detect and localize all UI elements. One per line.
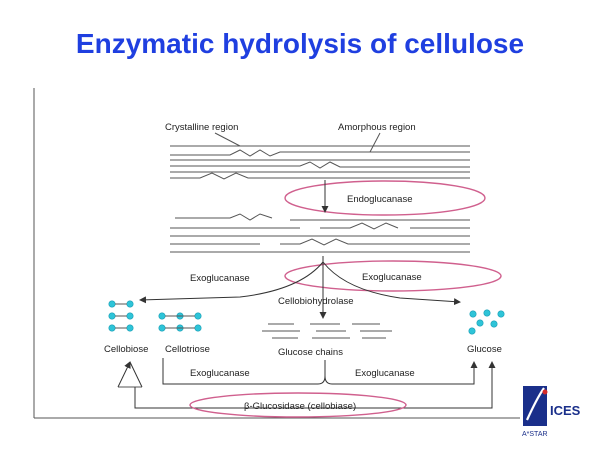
endoglucanase-label: Endoglucanase xyxy=(347,194,413,205)
exoglucanase-left-label: Exoglucanase xyxy=(190,273,250,284)
exoglucanase-bottom-right-label: Exoglucanase xyxy=(355,368,415,379)
cellulose-fibers-cut xyxy=(170,213,470,253)
beta-glucosidase-oval xyxy=(189,392,407,418)
slide-title: Enzymatic hydrolysis of cellulose xyxy=(75,28,525,59)
exoglucanase-right-label: Exoglucanase xyxy=(362,272,422,283)
crystalline-region-label: Crystalline region xyxy=(165,122,238,133)
cellobiose-label: Cellobiose xyxy=(104,344,148,355)
cellobiose-molecules xyxy=(108,300,134,332)
exoglucanase-oval xyxy=(284,260,502,292)
astar-ices-logo: ICES A*STAR xyxy=(522,386,581,438)
amorphous-pointer xyxy=(369,132,381,153)
cellotriose-molecules xyxy=(158,312,202,332)
cellotriose-label: Cellotriose xyxy=(165,344,210,355)
logo-brand: ICES xyxy=(550,403,581,418)
cellobiohydrolase-label: Cellobiohydrolase xyxy=(278,296,354,307)
logo-org: A*STAR xyxy=(522,431,548,438)
glucose-label: Glucose xyxy=(467,344,502,355)
lower-connectors xyxy=(117,358,496,409)
logo-star xyxy=(542,389,548,395)
exoglucanase-bottom-left-label: Exoglucanase xyxy=(190,368,250,379)
glucose-chains-label: Glucose chains xyxy=(278,347,343,358)
endoglucanase-oval xyxy=(284,180,486,216)
amorphous-region-label: Amorphous region xyxy=(338,122,416,133)
cellobiohydrolase-arrows xyxy=(139,256,461,319)
logo-swoosh xyxy=(525,387,545,421)
glucose-molecules xyxy=(468,309,505,335)
beta-glucosidase-label: β-Glucosidase (cellobiase) xyxy=(244,401,356,412)
crystalline-pointer xyxy=(214,132,241,147)
glucose-chains xyxy=(262,323,392,339)
cellulose-fibers-top xyxy=(170,145,470,180)
